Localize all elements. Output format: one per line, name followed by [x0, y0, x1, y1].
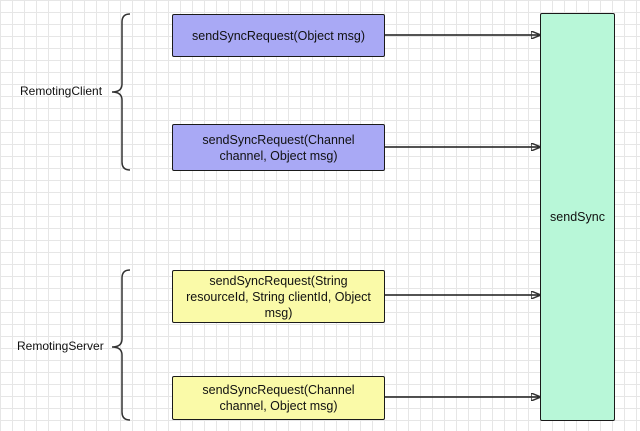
- client-group-brace: [111, 13, 131, 171]
- client-method-label-1: sendSyncRequest(Object msg): [192, 28, 365, 43]
- client-method-box-1[interactable]: sendSyncRequest(Object msg): [172, 14, 385, 57]
- server-group-brace: [111, 269, 131, 421]
- server-method-label-2: sendSyncRequest(Channel channel, Object …: [202, 383, 355, 413]
- client-method-label-2: sendSyncRequest(Channel channel, Object …: [202, 132, 355, 163]
- remoting-client-label: RemotingClient: [20, 84, 103, 98]
- client-method-box-2[interactable]: sendSyncRequest(Channel channel, Object …: [172, 124, 385, 171]
- server-method-label-1: sendSyncRequest(String resourceId, Strin…: [186, 273, 371, 320]
- remoting-server-label: RemotingServer: [17, 339, 104, 353]
- send-sync-box[interactable]: sendSync: [540, 13, 615, 421]
- send-sync-label: sendSync: [550, 210, 605, 224]
- server-method-box-1[interactable]: sendSyncRequest(String resourceId, Strin…: [172, 270, 385, 323]
- server-method-box-2[interactable]: sendSyncRequest(Channel channel, Object …: [172, 376, 385, 420]
